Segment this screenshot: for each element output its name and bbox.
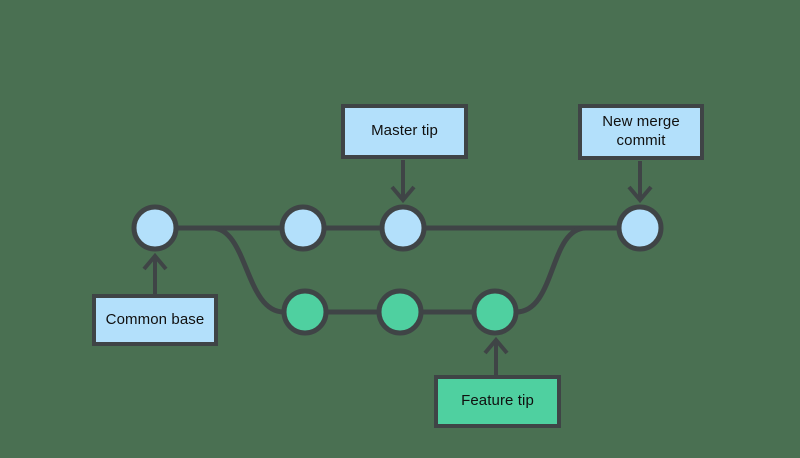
arrow-common-base-head (142, 252, 168, 271)
arrow-master-tip-head (390, 185, 416, 204)
annotation-label-common-base: Common base (105, 310, 205, 328)
arrow-master-tip (390, 160, 416, 204)
annotation-label-master-tip: Master tip (371, 122, 438, 140)
commit-node-merge-commit[interactable] (616, 204, 664, 252)
annotation-label-new-merge-commit: New merge commit (602, 113, 680, 151)
commit-node-common-base[interactable] (131, 204, 179, 252)
commit-node-feature-2[interactable] (376, 288, 424, 336)
commit-node-feature-1[interactable] (281, 288, 329, 336)
commit-node-master-tip[interactable] (379, 204, 427, 252)
annotation-box-common-base[interactable]: Common base (92, 294, 218, 346)
annotation-label-new-merge-commit-line2: commit (616, 132, 666, 149)
commit-node-master-1[interactable] (279, 204, 327, 252)
annotation-arrows (142, 160, 653, 375)
annotation-label-feature-tip: Feature tip (461, 392, 534, 410)
annotation-box-master-tip[interactable]: Master tip (341, 104, 468, 159)
annotation-box-feature-tip[interactable]: Feature tip (434, 375, 561, 428)
master-branch-nodes (131, 204, 664, 252)
arrow-new-merge-commit (627, 161, 653, 204)
annotation-box-new-merge-commit[interactable]: New merge commit (578, 104, 704, 160)
feature-branch-nodes (281, 288, 519, 336)
commit-node-feature-tip[interactable] (471, 288, 519, 336)
branch-connections (176, 225, 619, 315)
edge-branch-curve (211, 225, 285, 315)
arrow-feature-tip (483, 336, 509, 375)
arrow-common-base (142, 252, 168, 294)
annotation-label-new-merge-commit-line1: New merge (602, 113, 680, 131)
edge-merge-curve (515, 225, 587, 315)
arrow-feature-tip-head (483, 336, 509, 355)
arrow-new-merge-commit-head (627, 185, 653, 204)
